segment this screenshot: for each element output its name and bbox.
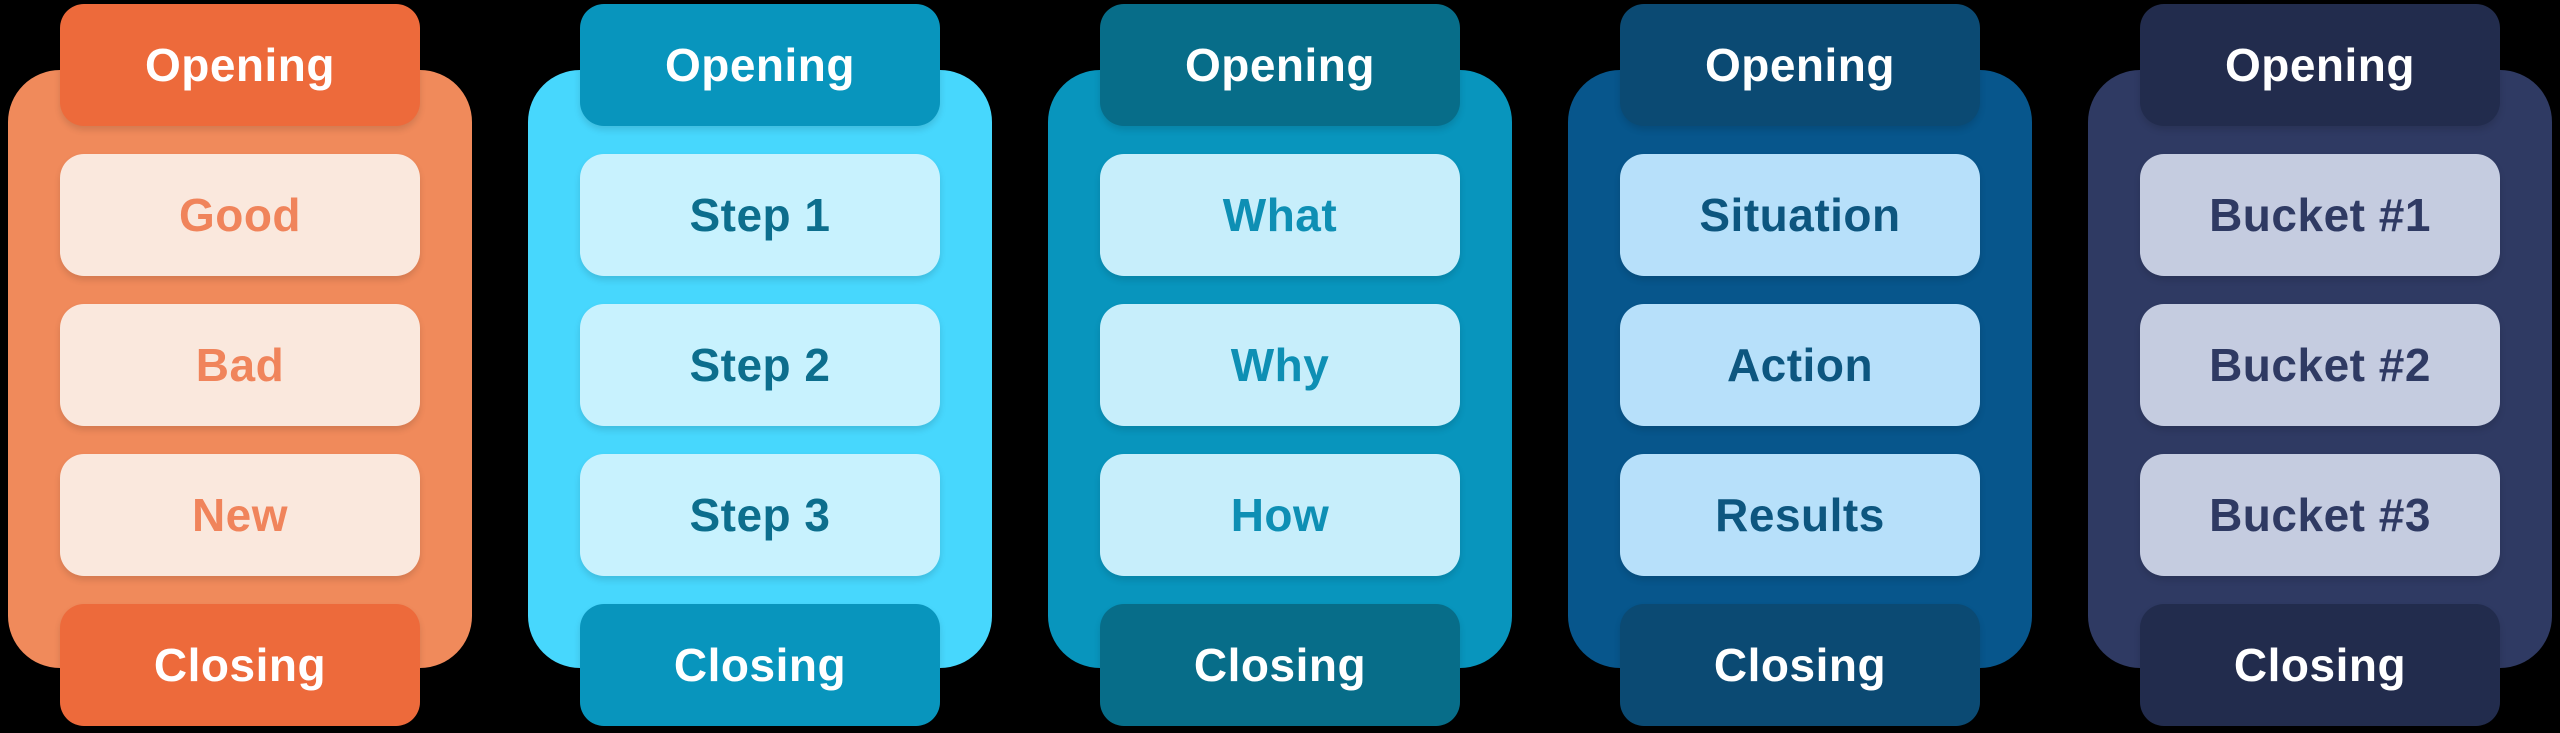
- framework-item: Bad: [60, 304, 420, 426]
- closing-header: Closing: [60, 604, 420, 726]
- card-three-buckets: Opening Bucket #1 Bucket #2 Bucket #3 Cl…: [2088, 0, 2552, 733]
- opening-header: Opening: [60, 4, 420, 126]
- framework-item: Bucket #1: [2140, 154, 2500, 276]
- card-what-why-how: Opening What Why How Closing: [1048, 0, 1512, 733]
- opening-header: Opening: [580, 4, 940, 126]
- framework-item: Situation: [1620, 154, 1980, 276]
- framework-item: Bucket #2: [2140, 304, 2500, 426]
- opening-header: Opening: [1100, 4, 1460, 126]
- framework-item: What: [1100, 154, 1460, 276]
- framework-item: Results: [1620, 454, 1980, 576]
- framework-item: Step 2: [580, 304, 940, 426]
- card-good-bad-new: Opening Good Bad New Closing: [8, 0, 472, 733]
- framework-item: Step 3: [580, 454, 940, 576]
- closing-header: Closing: [580, 604, 940, 726]
- framework-item: How: [1100, 454, 1460, 576]
- framework-item: Why: [1100, 304, 1460, 426]
- framework-item: Bucket #3: [2140, 454, 2500, 576]
- opening-header: Opening: [1620, 4, 1980, 126]
- card-three-steps: Opening Step 1 Step 2 Step 3 Closing: [528, 0, 992, 733]
- closing-header: Closing: [1100, 604, 1460, 726]
- opening-header: Opening: [2140, 4, 2500, 126]
- framework-item: Step 1: [580, 154, 940, 276]
- framework-item: Action: [1620, 304, 1980, 426]
- card-situation-action-results: Opening Situation Action Results Closing: [1568, 0, 2032, 733]
- framework-item: New: [60, 454, 420, 576]
- closing-header: Closing: [1620, 604, 1980, 726]
- framework-item: Good: [60, 154, 420, 276]
- closing-header: Closing: [2140, 604, 2500, 726]
